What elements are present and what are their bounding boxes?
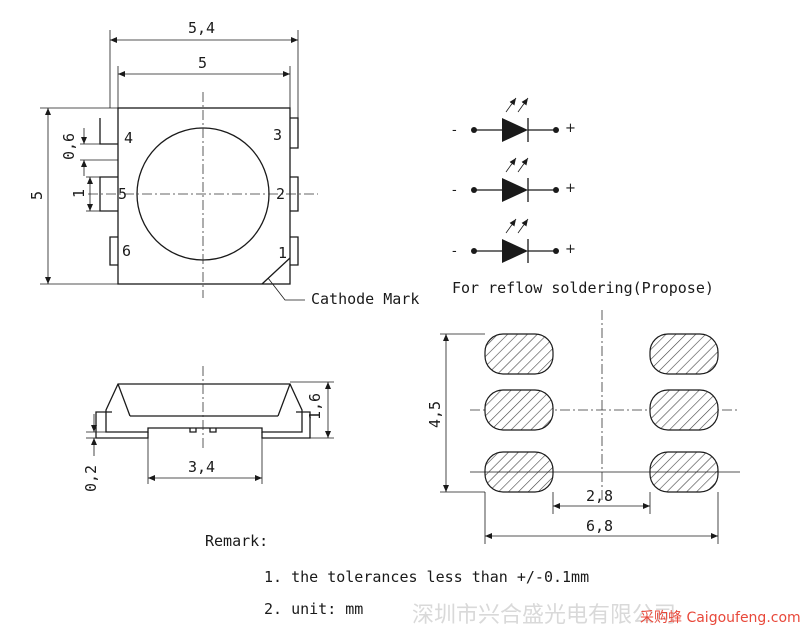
pad-5 <box>99 176 118 212</box>
side-body-outline <box>105 383 303 433</box>
svg-text:-: - <box>452 183 457 198</box>
svg-text:+: + <box>565 121 576 136</box>
dim-standoff: 0,2 <box>82 465 100 492</box>
dim-pitch: 1 <box>70 189 88 198</box>
pad-6 <box>109 236 118 266</box>
pin-label-4: 4 <box>124 129 133 147</box>
watermark-site: 采购蜂 Caigoufeng.com <box>640 610 800 626</box>
watermark: 深圳市兴合盛光电有限公司 采购蜂 Caigoufeng.com <box>412 603 800 628</box>
pin-label-2: 2 <box>276 185 285 203</box>
led-symbol-2: - + <box>452 157 576 202</box>
remarks: Remark: 1. the tolerances less than +/-0… <box>205 532 589 618</box>
dim-thickness: 1,6 <box>306 393 324 420</box>
remark-item-1: 1. the tolerances less than +/-0.1mm <box>264 568 589 586</box>
svg-text:-: - <box>452 244 457 259</box>
pad-2 <box>290 176 299 212</box>
dim-footprint-height: 4,5 <box>426 401 444 428</box>
svg-text:+: + <box>565 242 576 257</box>
pad-3 <box>290 117 299 149</box>
pin-label-5: 5 <box>118 185 127 203</box>
dim-body-width: 5 <box>198 54 207 72</box>
dim-footprint-width: 6,8 <box>586 517 613 535</box>
solder-pad-top-left <box>484 333 554 375</box>
remark-heading: Remark: <box>205 532 268 550</box>
pin-label-6: 6 <box>122 242 131 260</box>
led-symbol-3: - + <box>452 218 576 263</box>
led-symbol-1: - + <box>452 97 576 142</box>
pad-4 <box>99 118 118 145</box>
footprint-title: For reflow soldering(Propose) <box>452 279 714 297</box>
side-view: 1,6 0,2 3,4 <box>82 366 334 492</box>
schematic: - + - + - <box>452 97 576 263</box>
svg-text:-: - <box>452 123 457 138</box>
solder-pad-mid-right <box>649 389 719 431</box>
cathode-leader <box>267 277 305 301</box>
remark-item-2: 2. unit: mm <box>264 600 363 618</box>
dim-outer-width: 5,4 <box>188 19 215 37</box>
watermark-company: 深圳市兴合盛光电有限公司 <box>412 603 676 628</box>
dim-footprint-gap: 2,8 <box>586 487 613 505</box>
dim-bottom-width: 3,4 <box>188 458 215 476</box>
pad-1 <box>290 236 299 266</box>
pin-label-3: 3 <box>273 126 282 144</box>
cathode-mark-label: Cathode Mark <box>311 290 419 308</box>
footprint: For reflow soldering(Propose) 4,5 2,8 6,… <box>426 279 740 544</box>
cathode-chamfer <box>261 257 291 285</box>
top-view: Cathode Mark 4 5 6 3 2 1 5,4 5 5 0,6 1 <box>28 19 419 308</box>
svg-text:+: + <box>565 181 576 196</box>
package-body-outline <box>117 107 291 285</box>
pin-label-1: 1 <box>278 244 287 262</box>
solder-pad-mid-left <box>484 389 554 431</box>
solder-pad-top-right <box>649 333 719 375</box>
dim-pad-width: 0,6 <box>60 133 78 160</box>
dim-body-height: 5 <box>28 191 46 200</box>
